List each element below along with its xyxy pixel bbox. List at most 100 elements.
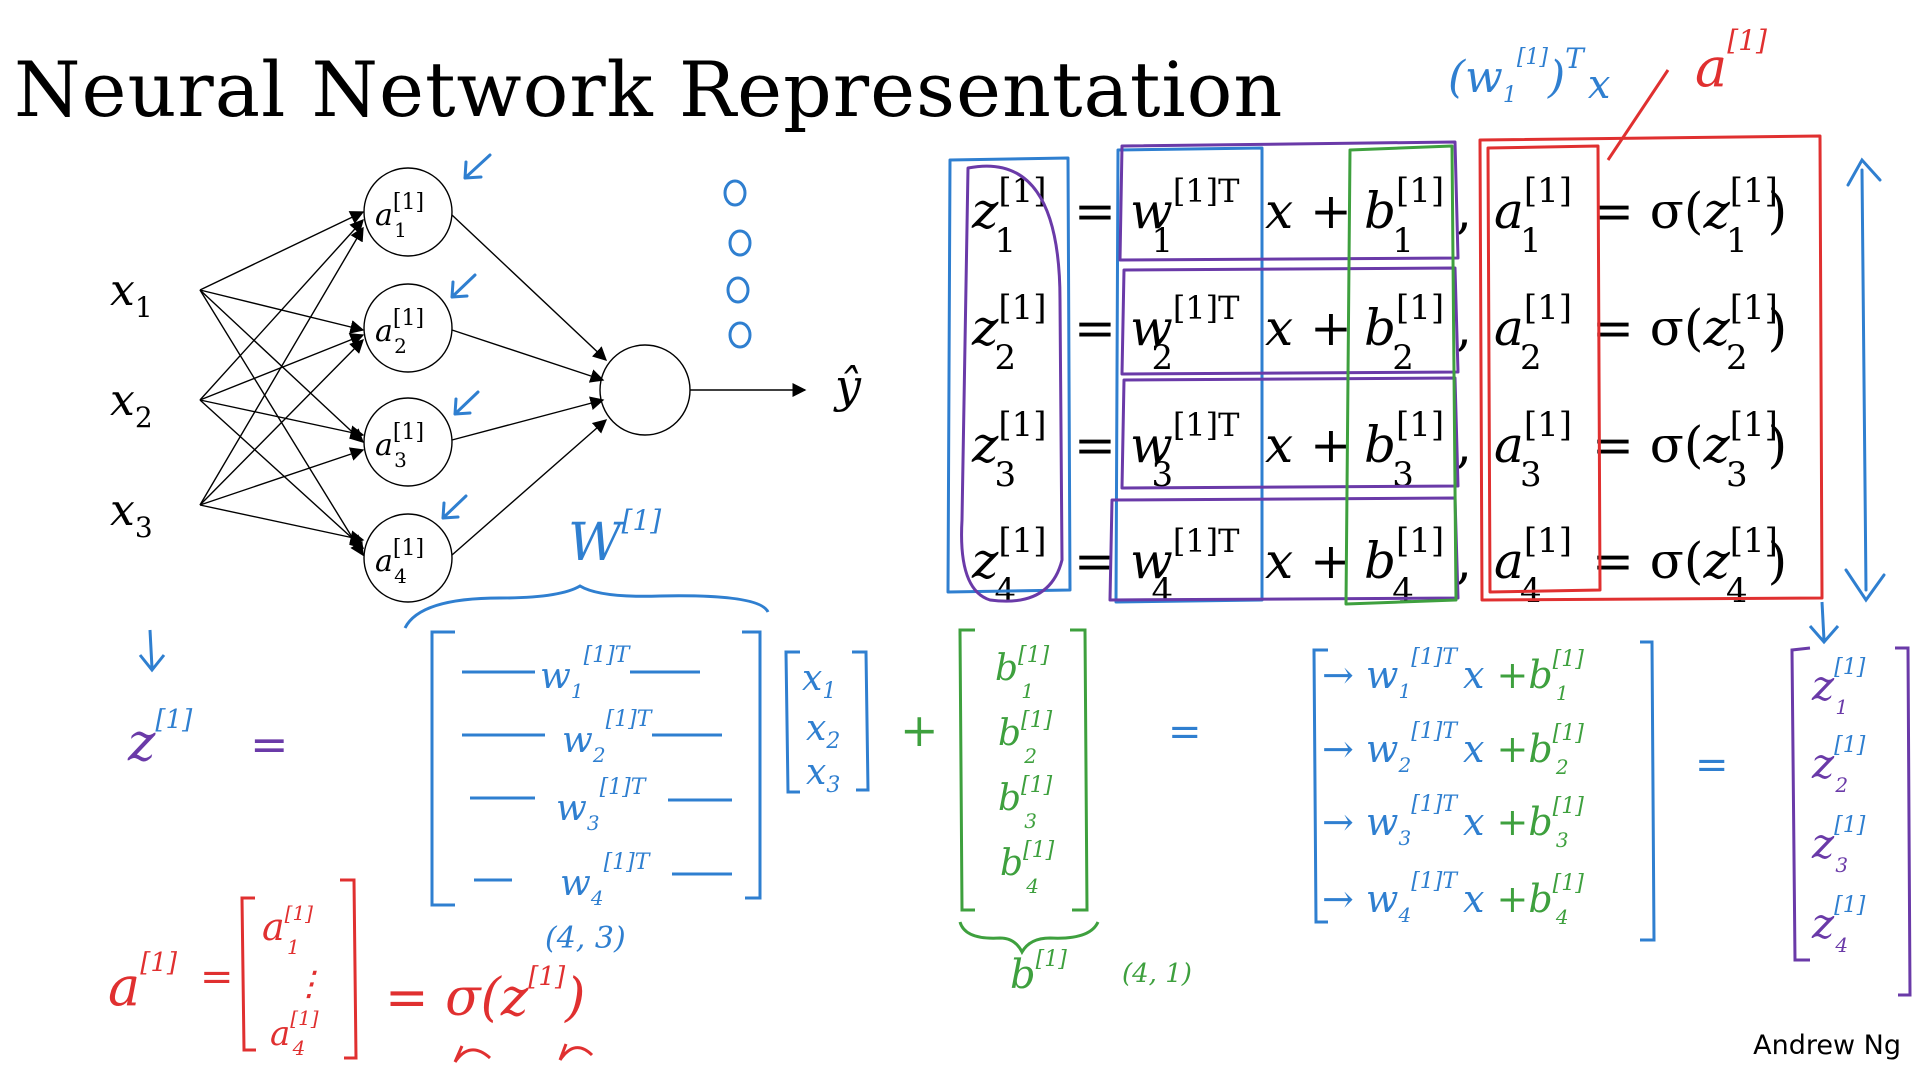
- hidden-node-1: [363, 167, 453, 257]
- hidden-node-2: [363, 283, 453, 373]
- W-label: W[1]: [568, 504, 661, 573]
- z-row-1: z[1]1: [1811, 655, 1866, 719]
- equals-2: =: [1695, 742, 1729, 788]
- equals-1: =: [1168, 709, 1202, 755]
- svg-text:= σ(z[1]4): = σ(z[1]4): [1592, 521, 1787, 611]
- svg-text:w[1]T3: w[1]T3: [1130, 406, 1240, 495]
- a-values-red-box: [1486, 144, 1602, 594]
- hidden-node-arrows: [441, 153, 492, 520]
- hidden-label-1: a[1]1: [375, 190, 424, 242]
- svg-text:+: +: [1310, 299, 1352, 357]
- W-brace: [403, 584, 770, 629]
- x-row-2: x2: [806, 708, 840, 754]
- b-shape: (4, 1): [1122, 959, 1192, 989]
- result-right-bracket: [1640, 640, 1656, 942]
- svg-text:w[1]T1: w[1]T1: [1130, 172, 1240, 261]
- W-matrix-right-bracket: [742, 630, 762, 900]
- output-y-hat: ŷ: [833, 359, 862, 413]
- z-row-4: z[1]4: [1811, 893, 1866, 957]
- hidden-unit-labels: a[1]1 a[1]2 a[1]3 a[1]4: [375, 190, 424, 588]
- svg-text:,: ,: [1456, 532, 1472, 590]
- a-vector-left-bracket: [240, 896, 256, 1052]
- W-matrix-left-bracket: [430, 630, 455, 907]
- a-layer-annotation: a[1]: [1695, 24, 1767, 99]
- svg-text:= σ(z[1]2): = σ(z[1]2): [1592, 288, 1787, 378]
- z-equals: =: [250, 717, 289, 771]
- svg-text:= σ(z[1]1): = σ(z[1]1): [1592, 171, 1787, 261]
- z-result-left-bracket: [1790, 646, 1811, 962]
- hidden-label-2: a[1]2: [375, 306, 424, 358]
- a-row-1: a[1]1: [262, 901, 313, 959]
- a-vector-right-bracket: [340, 878, 358, 1060]
- z-column-purple-box: [960, 164, 1064, 603]
- input-x1: x1: [110, 265, 153, 324]
- slide-title: Neural Network Representation: [14, 45, 1284, 134]
- b-row-2: b[1]2: [998, 708, 1053, 768]
- W-row-2: w2[1]T: [562, 707, 654, 767]
- svg-text:x: x: [1265, 416, 1293, 474]
- svg-text:z[1]1: z[1]1: [971, 171, 1047, 261]
- W-row-1: w1[1]T: [540, 643, 632, 703]
- svg-text:+: +: [1310, 416, 1352, 474]
- hidden-layer-sketch: [723, 179, 752, 349]
- svg-text:,: ,: [1456, 182, 1472, 240]
- svg-text:+: +: [1310, 182, 1352, 240]
- b-vector-left-bracket: [958, 628, 975, 912]
- input-x3: x3: [110, 485, 153, 544]
- x-row-1: x1: [802, 658, 836, 704]
- sigma-z: = σ(z[1]): [385, 962, 585, 1028]
- equation-highlights: [946, 69, 1824, 606]
- svg-text:x: x: [1265, 532, 1293, 590]
- svg-text:b[1]3: b[1]3: [1364, 405, 1444, 495]
- input-hidden-edges: [199, 211, 365, 557]
- z-column-blue-box: [946, 156, 1072, 594]
- svg-text:b[1]1: b[1]1: [1364, 171, 1444, 261]
- b-row-3: b[1]3: [998, 773, 1053, 833]
- svg-text:a[1]1: a[1]1: [1494, 171, 1572, 261]
- hidden-node-3: [363, 397, 453, 487]
- z-down-arrow-2: [1808, 601, 1840, 645]
- a-row-4: a[1]4: [270, 1006, 319, 1060]
- z-down-arrow: [138, 629, 166, 673]
- svg-text:x: x: [1265, 299, 1293, 357]
- a-column-red-box: [1478, 134, 1824, 602]
- output-node: [599, 344, 691, 436]
- W-row-3: w3[1]T: [556, 775, 648, 835]
- svg-text:= σ(z[1]3): = σ(z[1]3): [1592, 405, 1787, 495]
- input-x2: x2: [110, 375, 153, 434]
- svg-text:=: =: [1074, 299, 1116, 357]
- svg-text:,: ,: [1456, 416, 1472, 474]
- a-dots: ⋮: [292, 964, 326, 1004]
- svg-text:w[1]T4: w[1]T4: [1130, 522, 1240, 611]
- b-vector-right-bracket: [1070, 628, 1089, 912]
- W-row-4: w4[1]T: [560, 850, 652, 910]
- w-row-4-purple: [1108, 496, 1460, 602]
- hidden-label-4: a[1]4: [375, 536, 424, 588]
- b-brace: [958, 921, 1100, 956]
- hidden-node-4: [363, 513, 453, 603]
- w-row-3-purple: [1120, 376, 1460, 490]
- matrix-derivation: W[1] z[1] = w1[1]T w2[1]T w3[1]T w4[1]T …: [108, 504, 1912, 1063]
- svg-text:,: ,: [1456, 299, 1472, 357]
- z-row-3: z[1]3: [1811, 813, 1866, 877]
- plus-sign: +: [900, 703, 939, 757]
- hidden-label-3: a[1]3: [375, 420, 424, 472]
- x-row-3: x3: [806, 752, 840, 798]
- a-vector-label: a[1]: [108, 948, 178, 1018]
- b-label: b[1]: [1010, 947, 1067, 998]
- author-credit: Andrew Ng: [1753, 1030, 1901, 1061]
- input-labels: x1 x2 x3 ŷ: [110, 265, 862, 544]
- x-vector-left-bracket: [784, 650, 800, 794]
- wtx-annotation: (w1[1])Tx: [1448, 42, 1610, 108]
- svg-text:z[1]2: z[1]2: [971, 288, 1047, 378]
- a-top-pointer: [1606, 69, 1670, 161]
- svg-text:=: =: [1074, 182, 1116, 240]
- z-vector-label: z[1]: [127, 705, 193, 773]
